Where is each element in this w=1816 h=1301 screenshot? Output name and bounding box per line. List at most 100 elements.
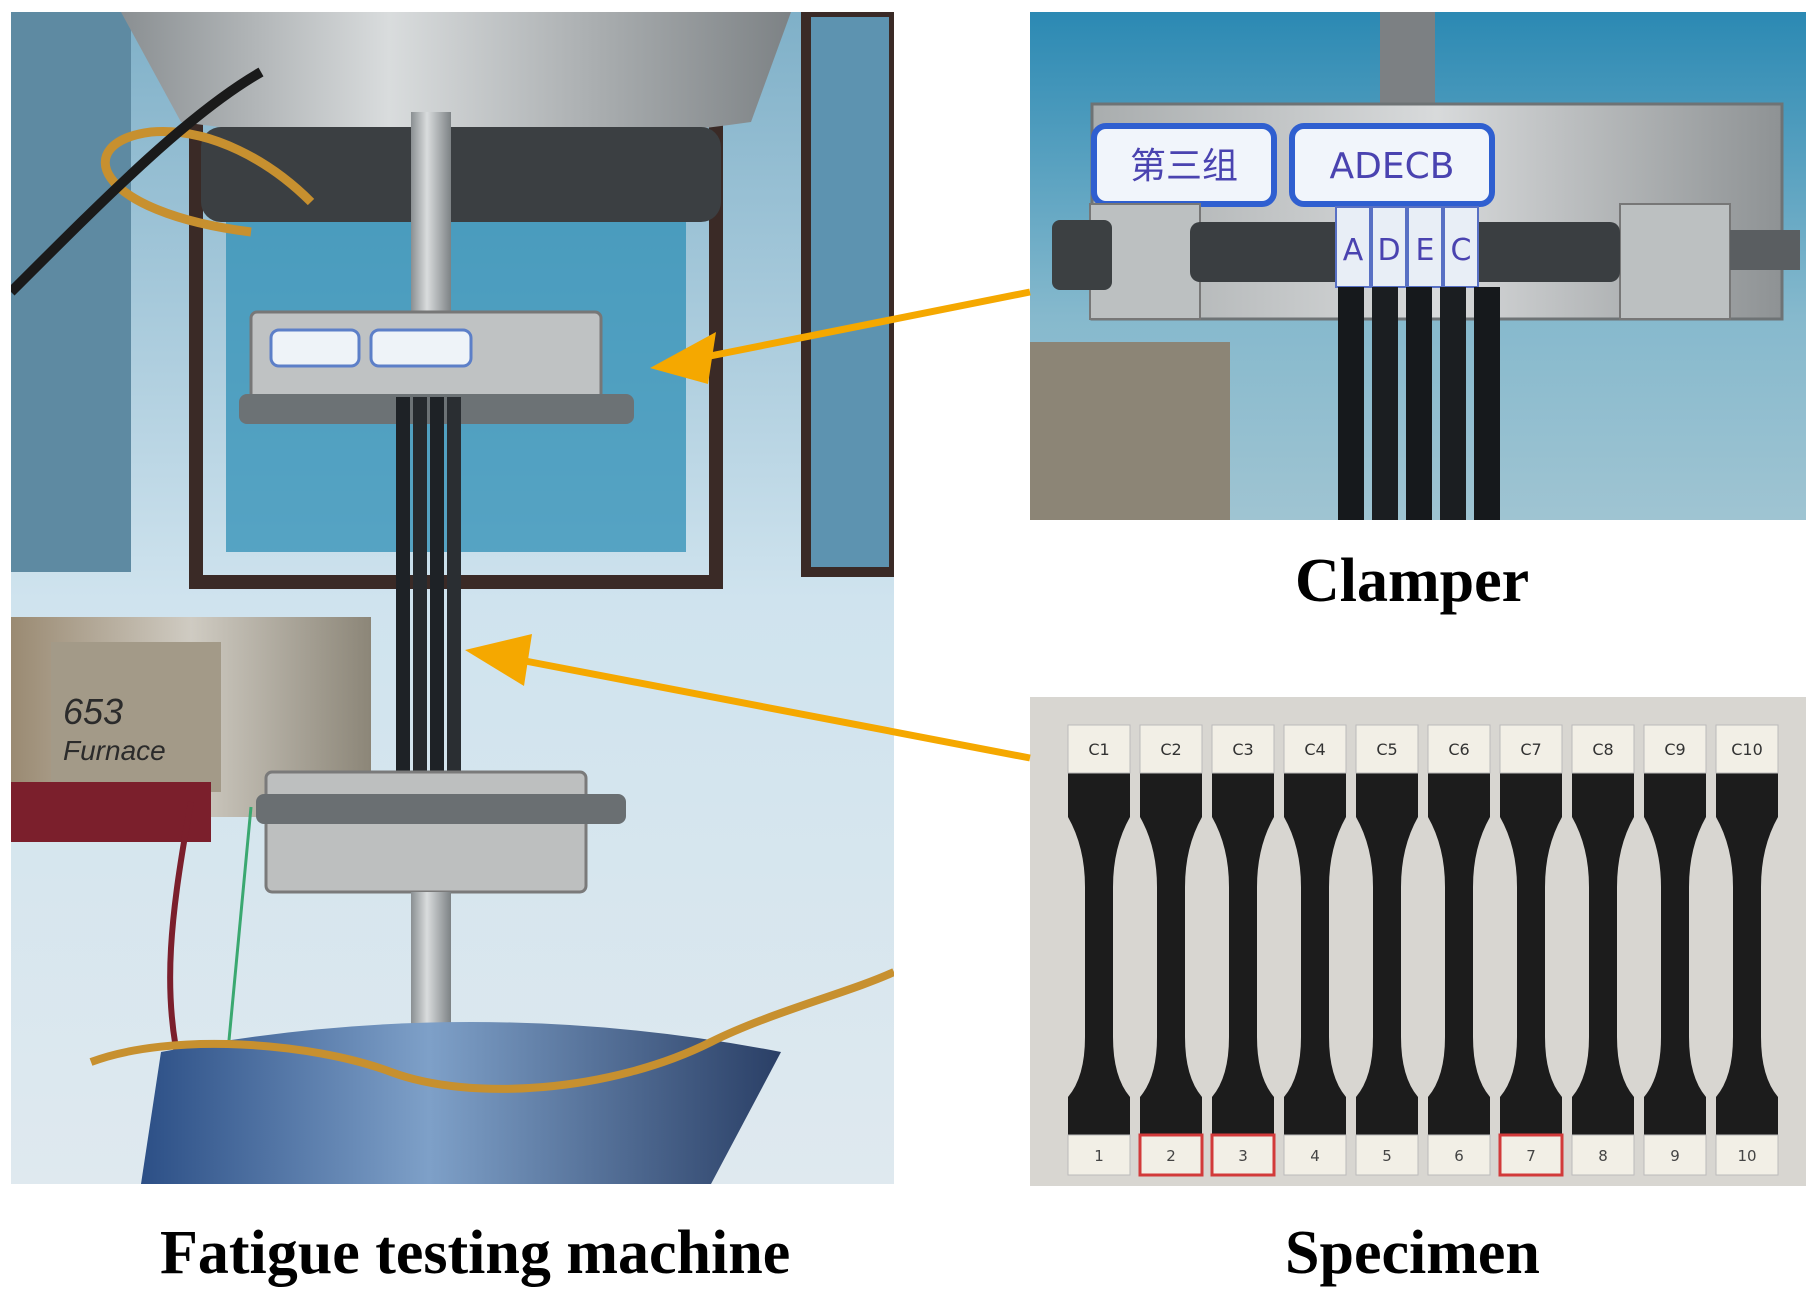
furnace-edge: [1030, 342, 1230, 520]
specimen-bottom-tab: [1571, 1134, 1635, 1176]
dog-bone-specimen: C77: [1498, 724, 1564, 1177]
specimen-bottom-tab-label: 4: [1310, 1147, 1320, 1165]
specimen-body: [1284, 752, 1346, 1167]
specimen-body: [1212, 752, 1274, 1167]
specimen-top-tab: [1571, 724, 1635, 774]
dog-bone-specimen: C10 10: [1715, 724, 1779, 1176]
specimen-top-tab: [1499, 724, 1563, 774]
fatigue-machine-illustration: 653 Furnace: [11, 12, 894, 1184]
upper-load-cell: [201, 127, 721, 222]
specimen-top-tab-label: C7: [1520, 740, 1541, 759]
upper-rod: [411, 112, 451, 342]
lower-clamp-bolt: [256, 794, 626, 824]
clamper-illustration: 第三组 ADECB A D E C: [1030, 12, 1806, 520]
clamped-specimen: [1440, 287, 1466, 520]
specimen-top-tab-label: C5: [1376, 740, 1397, 759]
specimen-top-tab-label: C4: [1304, 740, 1325, 759]
specimen-top-tab-label: C1: [1088, 740, 1109, 759]
specimen-top-tab-label: C10: [1731, 740, 1763, 759]
specimen-tag-a: [1335, 206, 1371, 288]
specimen-top-tab: [1139, 724, 1203, 774]
clamper-rod: [1380, 12, 1435, 112]
specimen-body: [1428, 752, 1490, 1167]
specimen-strip: [413, 397, 427, 832]
heater-connector: [11, 782, 211, 842]
window-left: [11, 12, 131, 572]
caption-clamper: Clamper: [1295, 547, 1530, 615]
clamper-photo: 第三组 ADECB A D E C: [1030, 12, 1806, 520]
clamper-label-right-text: ADECB: [1330, 146, 1455, 187]
window-right: [801, 12, 894, 577]
dog-bone-specimen: C2 2: [1138, 724, 1204, 1177]
specimen-bottom-tab: [1498, 1133, 1564, 1177]
caption-specimen: Specimen: [1285, 1219, 1540, 1287]
specimen-bottom-tab: [1643, 1134, 1707, 1176]
specimen-bottom-tab-label: 6: [1454, 1147, 1464, 1165]
specimen-top-tab: [1211, 724, 1275, 774]
specimen-top-tab: [1427, 724, 1491, 774]
clamped-specimen: [1338, 287, 1364, 520]
specimen-tag-letter: D: [1377, 233, 1400, 268]
furnace-model-text: 653: [63, 691, 123, 732]
specimen-bottom-tab-label: 9: [1670, 1147, 1680, 1165]
specimen-bottom-tab-label: 10: [1737, 1147, 1756, 1165]
fatigue-machine-photo: 653 Furnace: [11, 12, 894, 1184]
cable-orange: [100, 127, 315, 237]
specimen-bottom-tab: [1067, 1134, 1131, 1176]
specimen-top-tab: [1643, 724, 1707, 774]
specimen-top-tab-label: C9: [1664, 740, 1685, 759]
clamped-specimen: [1474, 287, 1500, 520]
specimen-strip: [430, 397, 444, 832]
clamped-specimen: [1372, 287, 1398, 520]
cable-lower: [89, 968, 894, 1093]
clamper-label-left-text: 第三组: [1130, 146, 1238, 187]
specimen-bottom-tab-label: 2: [1166, 1147, 1176, 1165]
specimen-bottom-tab: [1283, 1134, 1347, 1176]
clamper-nut-left: [1052, 220, 1112, 290]
specimen-body: [1140, 752, 1202, 1167]
dog-bone-specimen: C4 4: [1283, 724, 1347, 1176]
clamper-label-right: [1289, 123, 1495, 207]
specimen-tag-letter: A: [1343, 233, 1364, 268]
cable-black: [11, 67, 264, 296]
specimen-top-tab-label: C2: [1160, 740, 1181, 759]
specimen-bottom-tab-label: 1: [1094, 1147, 1104, 1165]
specimen-bottom-tab: [1355, 1134, 1419, 1176]
specimen-top-tab: [1715, 724, 1779, 774]
specimen-bottom-tab-label: 3: [1238, 1147, 1248, 1165]
dog-bone-specimen: C66: [1427, 724, 1491, 1176]
specimen-top-tab: [1283, 724, 1347, 774]
lower-clamp: [264, 770, 588, 894]
specimen-bottom-tab-label: 8: [1598, 1147, 1608, 1165]
specimen-top-tab: [1067, 724, 1131, 774]
caption-fatigue-testing-machine: Fatigue testing machine: [160, 1219, 791, 1287]
clamped-specimen: [1406, 287, 1432, 520]
clamper-threaded-rod: [1730, 230, 1800, 270]
furnace-label-text: Furnace: [63, 735, 166, 766]
specimen-tag-d: [1371, 206, 1407, 288]
specimen-body: [1644, 752, 1706, 1167]
furnace-plate: [51, 642, 221, 792]
specimen-tag-e: [1407, 206, 1443, 288]
clamper-jaw-right: [1619, 203, 1731, 320]
specimen-body: [1572, 752, 1634, 1167]
specimen-body: [1716, 752, 1778, 1167]
specimen-tag-c: [1443, 206, 1479, 288]
specimen-top-tab: [1355, 724, 1419, 774]
specimen-body: [1356, 752, 1418, 1167]
specimen-bottom-tab-label: 5: [1382, 1147, 1392, 1165]
specimen-strip: [396, 397, 410, 832]
upper-clamp-label-right: [369, 328, 473, 368]
upper-actuator: [121, 12, 791, 142]
specimen-bottom-tab: [1715, 1134, 1779, 1176]
specimen-bottom-tab: [1210, 1133, 1276, 1177]
specimen-tag-letter: C: [1451, 233, 1472, 268]
specimen-top-tab-label: C8: [1592, 740, 1613, 759]
dog-bone-specimen: C33: [1210, 724, 1276, 1177]
lower-actuator: [141, 1022, 781, 1184]
specimen-body: [1068, 752, 1130, 1167]
upper-clamp-label-left: [269, 328, 361, 368]
dog-bone-specimen: C8 8: [1571, 724, 1635, 1176]
